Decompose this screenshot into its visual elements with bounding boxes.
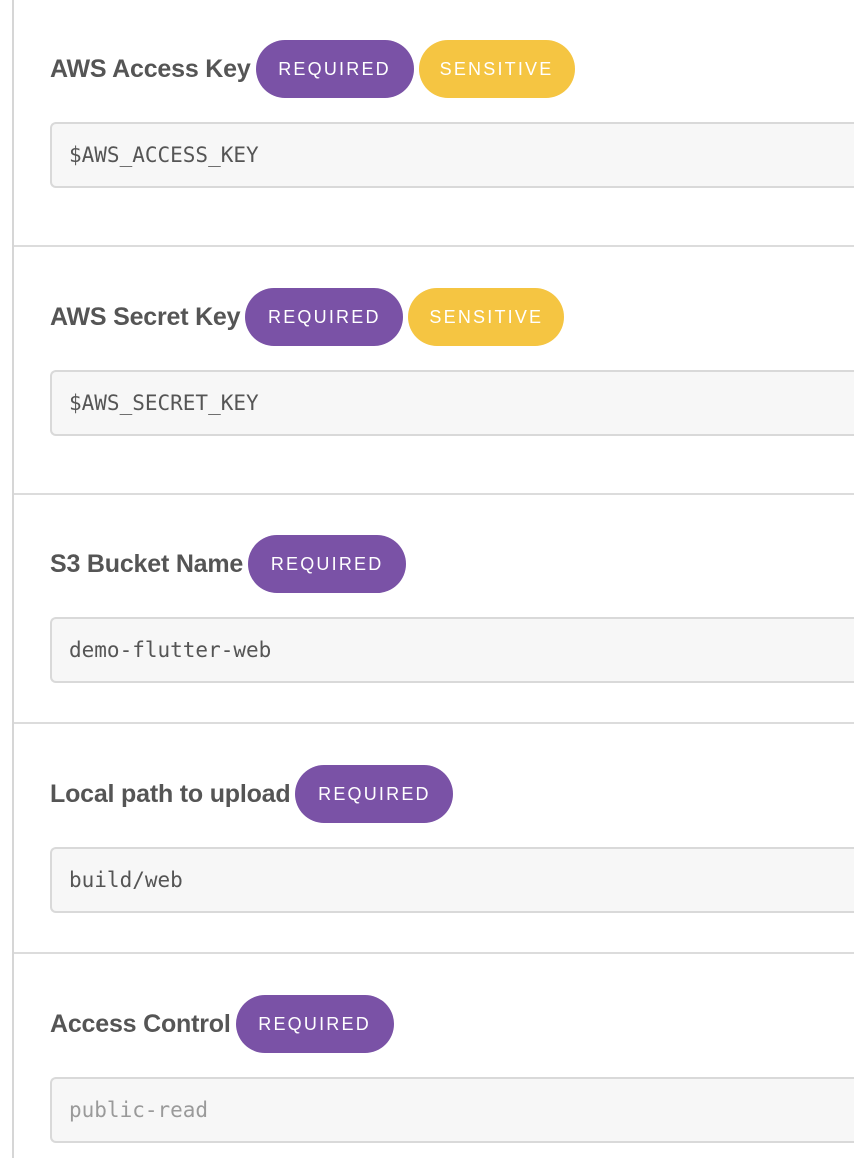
section-divider	[14, 245, 854, 247]
panel-left-border	[12, 0, 14, 1158]
local-path-input[interactable]: build/web	[50, 847, 854, 913]
field-label: AWS Secret Key	[50, 302, 241, 331]
required-badge: REQUIRED	[295, 765, 454, 823]
field-label: S3 Bucket Name	[50, 549, 244, 578]
required-badge: REQUIRED	[245, 288, 404, 346]
field-label: Access Control	[50, 1009, 231, 1038]
s3-bucket-name-input[interactable]: demo-flutter-web	[50, 617, 854, 683]
access-control-input[interactable]: public-read	[50, 1077, 854, 1143]
section-divider	[14, 493, 854, 495]
aws-access-key-input[interactable]: $AWS_ACCESS_KEY	[50, 122, 854, 188]
sensitive-badge: SENSITIVE	[418, 40, 575, 98]
sensitive-badge: SENSITIVE	[408, 288, 565, 346]
field-header-aws-access-key: AWS Access Key REQUIRED SENSITIVE	[50, 40, 580, 98]
required-badge: REQUIRED	[235, 995, 394, 1053]
required-badge: REQUIRED	[248, 535, 407, 593]
field-header-local-path: Local path to upload REQUIRED	[50, 765, 458, 823]
field-header-s3-bucket-name: S3 Bucket Name REQUIRED	[50, 535, 411, 593]
aws-secret-key-input[interactable]: $AWS_SECRET_KEY	[50, 370, 854, 436]
field-label: Local path to upload	[50, 779, 291, 808]
field-header-access-control: Access Control REQUIRED	[50, 995, 399, 1053]
field-label: AWS Access Key	[50, 54, 251, 83]
section-divider	[14, 722, 854, 724]
required-badge: REQUIRED	[255, 40, 414, 98]
section-divider	[14, 952, 854, 954]
field-header-aws-secret-key: AWS Secret Key REQUIRED SENSITIVE	[50, 288, 569, 346]
